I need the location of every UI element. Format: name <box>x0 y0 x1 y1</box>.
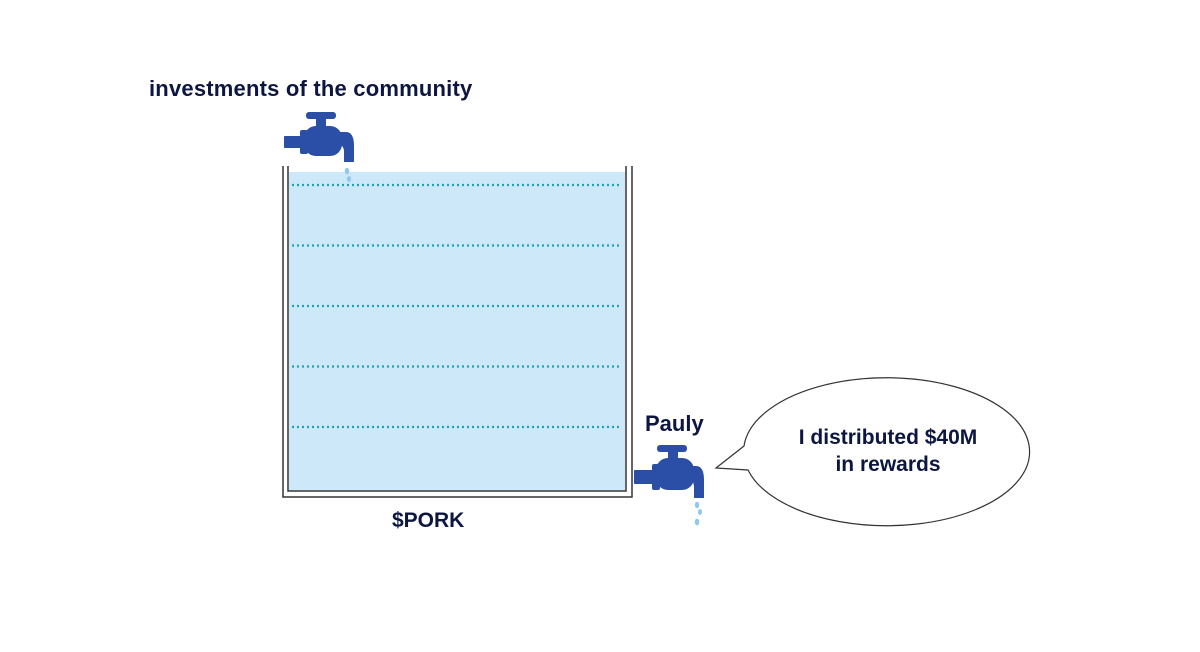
tank-walls <box>282 166 633 498</box>
speech-bubble-line: in rewards <box>835 453 941 476</box>
inflow-drips-icon <box>344 167 351 182</box>
tank-level-lines <box>292 183 622 429</box>
outflow-drips-icon <box>694 501 702 526</box>
outflow-label: Pauly <box>645 411 704 436</box>
speech-bubble-text: I distributed $40M in rewards <box>756 424 1020 478</box>
speech-bubble-line: I distributed $40M <box>798 426 978 449</box>
outflow-tap-icon <box>634 445 704 498</box>
tank-label: $PORK <box>392 509 465 532</box>
tank-water <box>289 172 625 490</box>
inflow-tap-icon <box>284 112 354 162</box>
speech-bubble <box>714 377 1031 527</box>
inflow-label: investments of the community <box>149 76 473 101</box>
